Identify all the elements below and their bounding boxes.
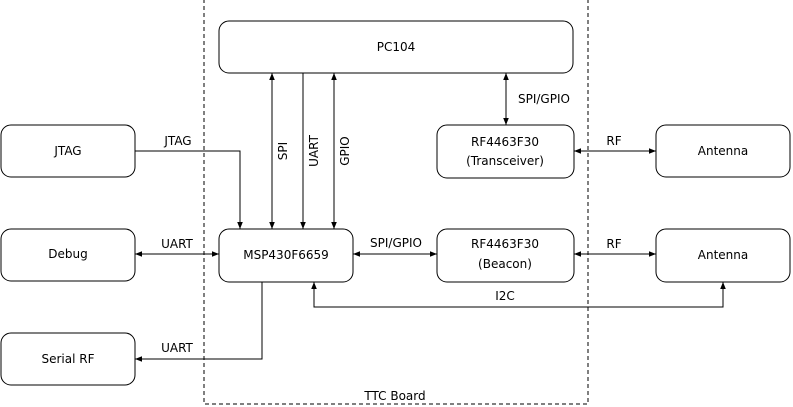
jtag-label: JTAG (53, 144, 81, 158)
mcu-antenna-i2c-connector (311, 282, 726, 308)
beacon-label-line2: (Beacon) (478, 257, 532, 271)
pc104-label: PC104 (377, 40, 416, 54)
spi-link-label: SPI (276, 142, 290, 160)
jtag-to-mcu-connector (135, 150, 243, 229)
beacon-label-line1: RF4463F30 (471, 237, 539, 251)
antenna-bottom-label: Antenna (698, 248, 748, 262)
uart-link-label: UART (307, 134, 321, 166)
serial-rf-label: Serial RF (41, 352, 94, 366)
ttc-board-label: TTC Board (363, 389, 425, 403)
transceiver-label-line2: (Transceiver) (466, 154, 544, 168)
pc104-block (218, 20, 574, 74)
mcu-label: MSP430F6659 (243, 248, 329, 262)
serial-rf-link-label: UART (161, 341, 193, 355)
beacon-rf-link-label: RF (606, 237, 621, 251)
debug-label: Debug (48, 247, 87, 261)
debug-link-label: UART (161, 237, 193, 251)
ttc-board-boundary (203, 0, 589, 405)
transceiver-rf-link-label: RF (606, 134, 621, 148)
gpio-link-label: GPIO (338, 136, 352, 166)
transceiver-label-line1: RF4463F30 (471, 135, 539, 149)
transceiver-block (436, 124, 575, 179)
jtag-link-label: JTAG (163, 134, 191, 148)
pc104-transceiver-link-label: SPI/GPIO (518, 92, 570, 106)
antenna-top-label: Antenna (698, 144, 748, 158)
mcu-beacon-link-label: SPI/GPIO (370, 236, 422, 250)
mcu-to-serial-rf-connector (135, 282, 263, 362)
i2c-link-label: I2C (495, 289, 515, 303)
